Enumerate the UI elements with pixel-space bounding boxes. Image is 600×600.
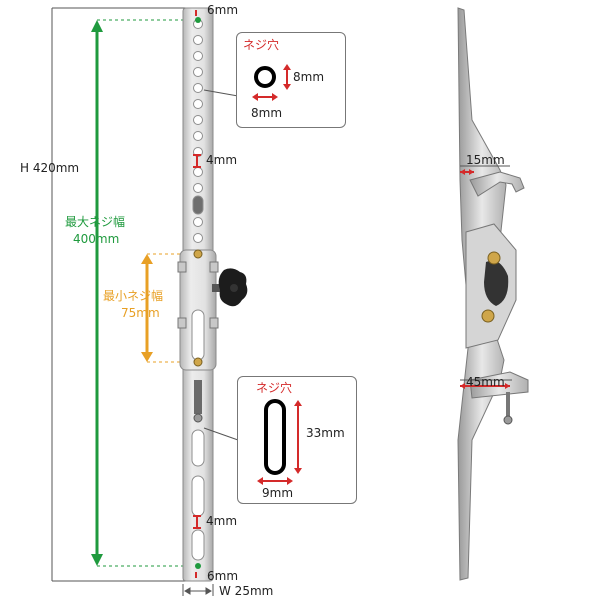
bottom-hole-marker (195, 563, 201, 569)
front-bracket (177, 7, 219, 582)
knob-icon (212, 268, 248, 307)
upper-pitch-label: 4mm (206, 153, 238, 167)
round-hole-width: 8mm (251, 106, 283, 120)
min-screw-dimension (141, 254, 153, 362)
round-hole-title: ネジ穴 (243, 38, 280, 52)
top-hole-marker (195, 17, 201, 23)
max-screw-guides (97, 19, 192, 567)
round-holes (193, 19, 203, 243)
round-hole-height: 8mm (293, 70, 325, 84)
slot-holes (191, 195, 205, 561)
min-screw-value: 75mm (121, 306, 160, 320)
slot-hole-width: 9mm (262, 486, 294, 500)
max-screw-title: 最大ネジ幅 (65, 215, 126, 229)
lower-pitch-label: 4mm (206, 514, 238, 528)
width-label: W 25mm (219, 584, 274, 598)
bottom-margin-label: 6mm (207, 569, 239, 583)
pitch-markers (193, 154, 201, 529)
slot-hole-title: ネジ穴 (256, 381, 293, 395)
round-hole-callout: ネジ穴 8mm 8mm (236, 32, 346, 128)
slot-hole-icon (257, 399, 302, 485)
slot-hole-callout: ネジ穴 33mm 9mm (237, 376, 357, 504)
top-margin-label: 6mm (207, 3, 239, 17)
width-dimension (182, 584, 214, 596)
side-dimensions (460, 169, 510, 389)
height-dimension (51, 7, 190, 582)
max-screw-value: 400mm (73, 232, 120, 246)
side-top-width-label: 15mm (466, 153, 505, 167)
side-bracket (457, 7, 529, 581)
callout-pointers (203, 89, 239, 441)
min-screw-title: 最小ネジ幅 (103, 289, 164, 303)
slot-hole-height: 33mm (306, 426, 345, 440)
max-screw-dimension (91, 20, 103, 566)
height-label: H 420mm (20, 161, 80, 175)
round-hole-icon (252, 64, 291, 101)
side-bottom-width-label: 45mm (466, 375, 505, 389)
